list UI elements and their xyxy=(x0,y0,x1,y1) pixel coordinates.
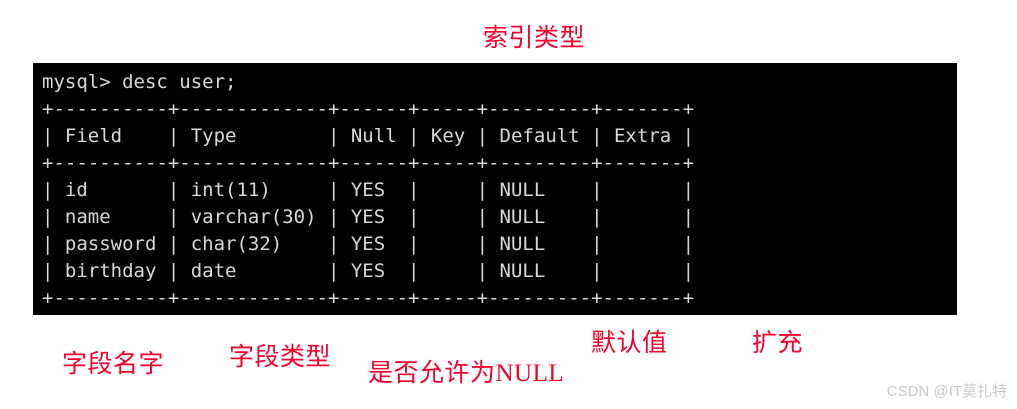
terminal-output-text: mysql> desc user; +----------+----------… xyxy=(42,71,695,309)
annotation-field-name: 字段名字 xyxy=(62,351,165,378)
annotation-field-type: 字段类型 xyxy=(229,344,332,371)
annotation-default-value: 默认值 xyxy=(591,330,668,357)
watermark: CSDN @IT莫扎特 xyxy=(886,383,1007,400)
terminal-window: mysql> desc user; +----------+----------… xyxy=(33,63,957,315)
annotation-allow-null: 是否允许为NULL xyxy=(368,360,565,387)
annotation-extra: 扩充 xyxy=(752,330,804,357)
annotation-index-type: 索引类型 xyxy=(483,25,586,52)
